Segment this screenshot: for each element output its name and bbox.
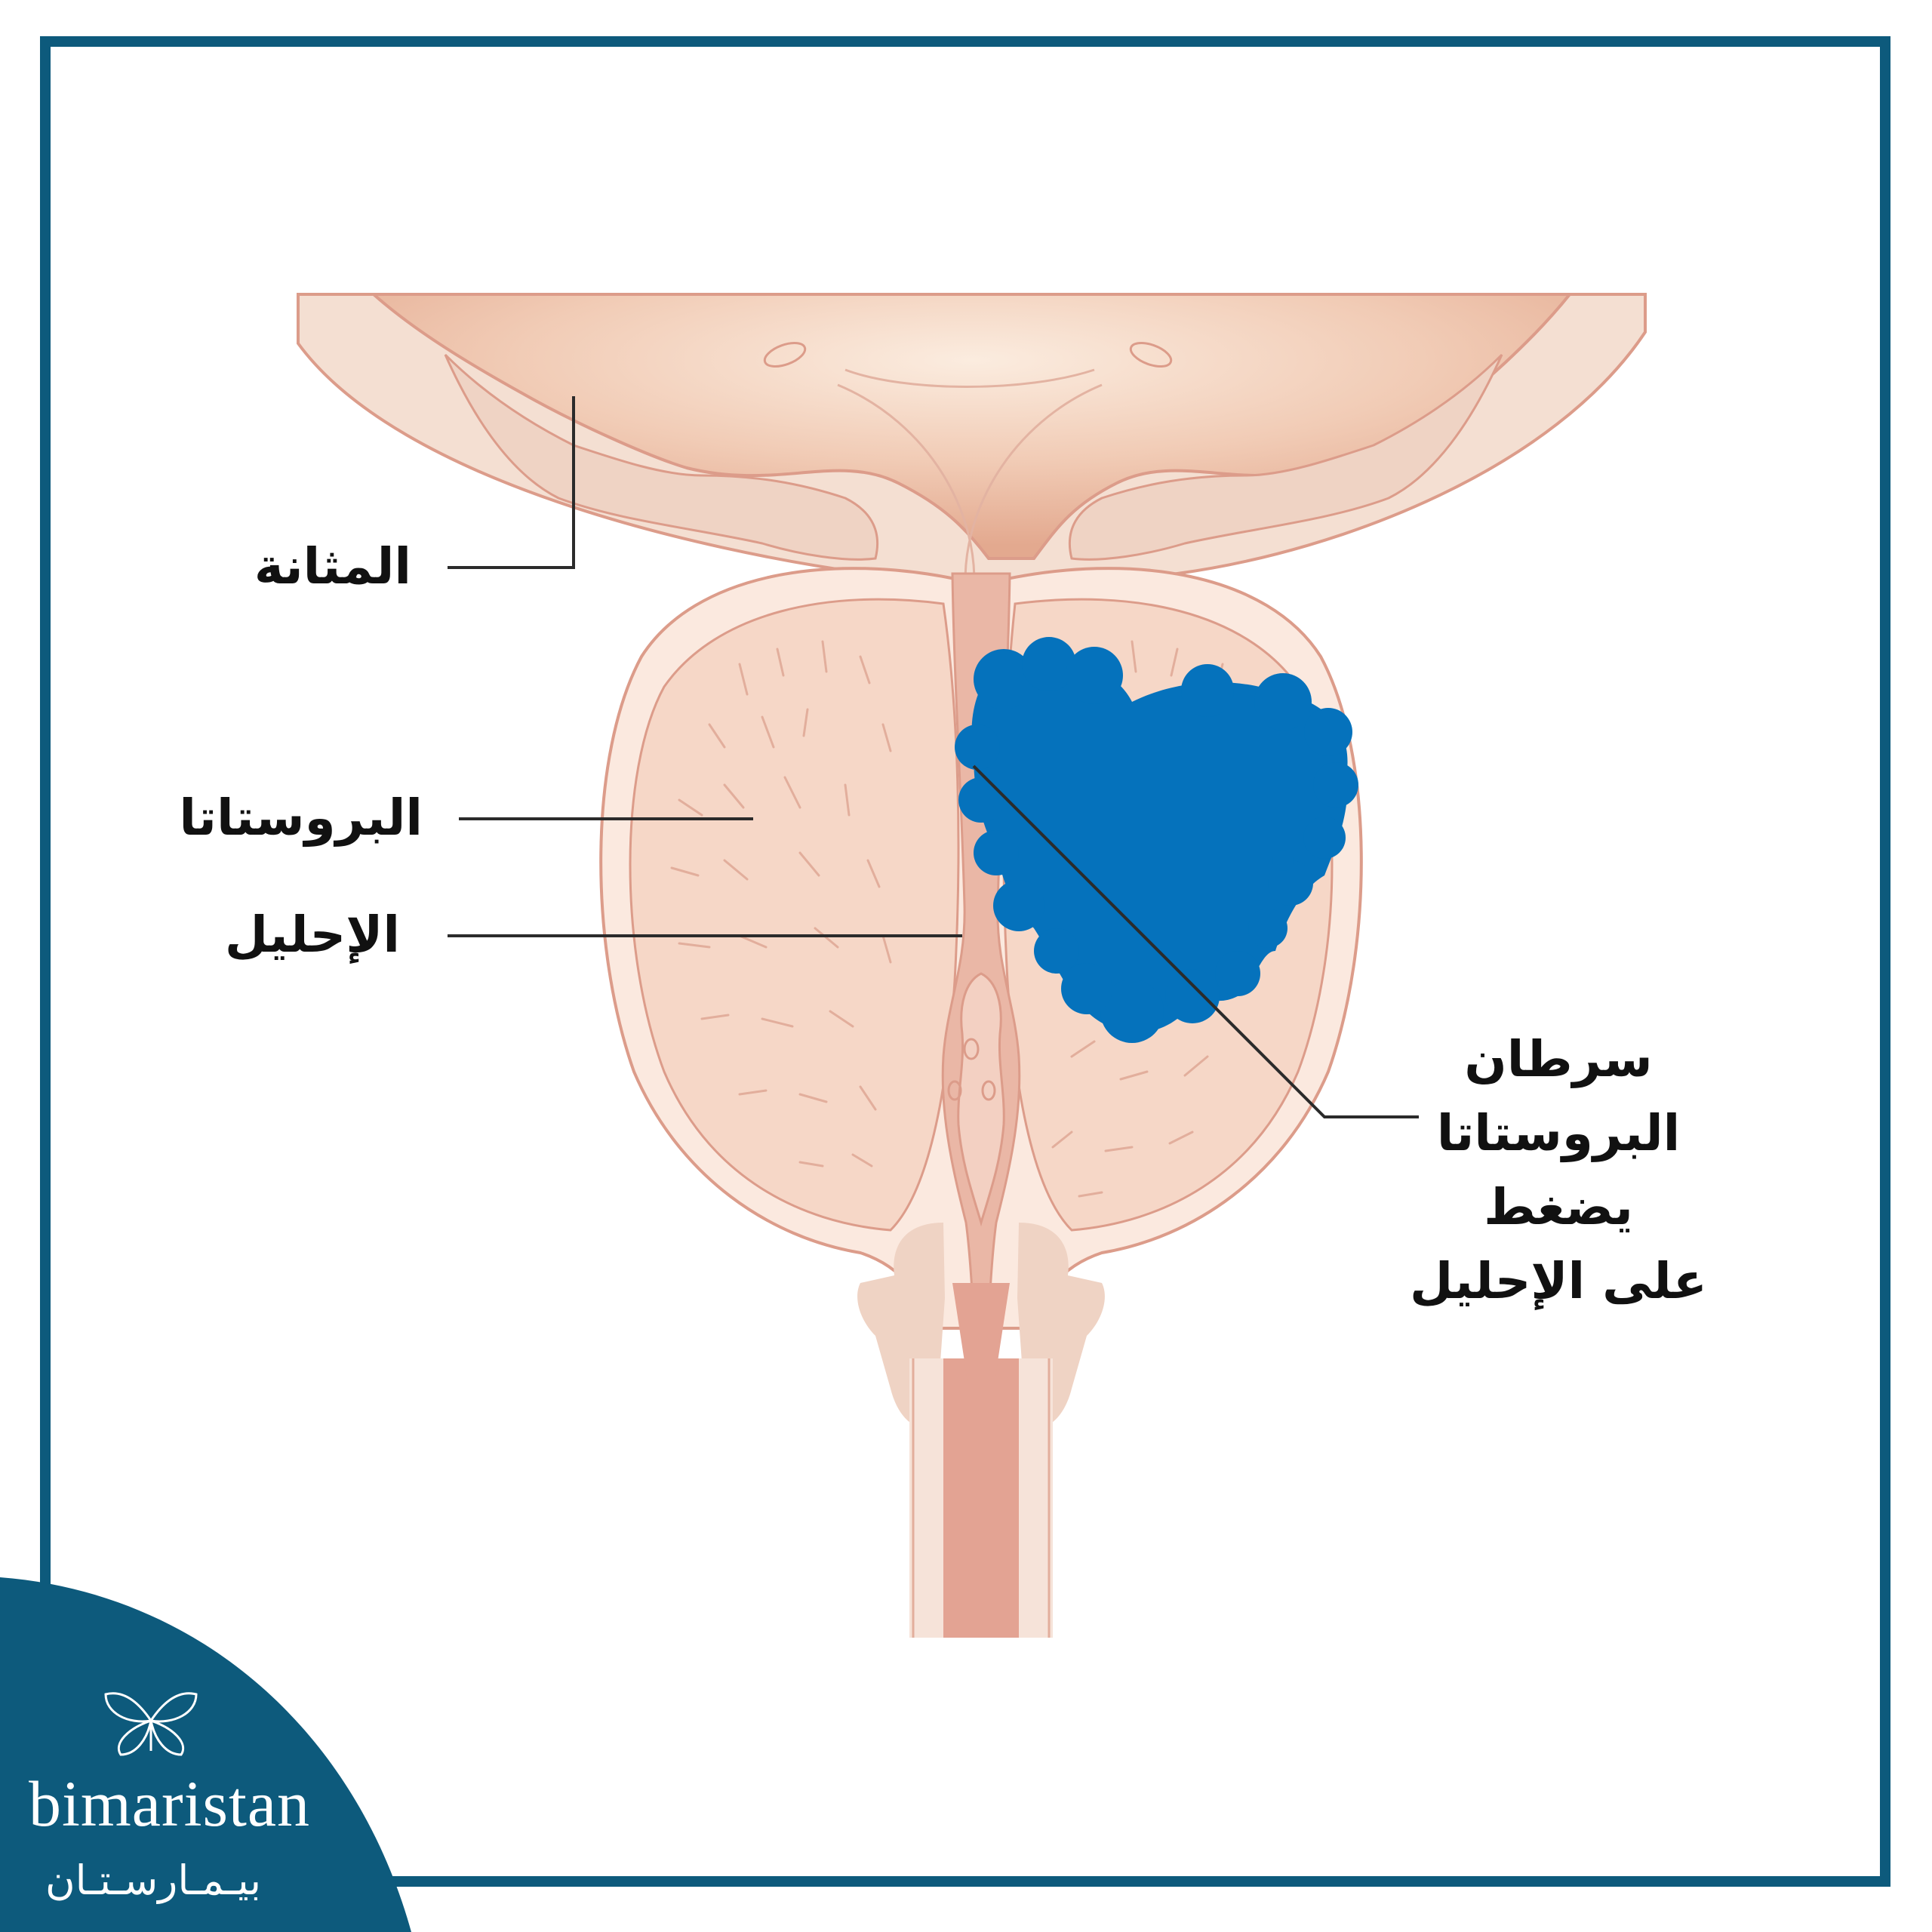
label-cancer-line-1: سرطان <box>1464 1030 1653 1088</box>
urethra-narrowing <box>952 1283 1010 1381</box>
leader-cancer <box>972 764 1419 1118</box>
gland-texture <box>670 640 892 1168</box>
brand-name-ar: بيـمـارسـتـان <box>45 1857 262 1904</box>
trigone-lines <box>837 368 1103 597</box>
tumor <box>955 637 1358 1043</box>
label-prostate-cancer: سرطان البروستاتا يضغط على الإحليل <box>1400 1023 1717 1318</box>
ureter-opening-right <box>1129 341 1173 368</box>
butterfly-logo-icon <box>104 1692 198 1756</box>
urethra-tube-lumen <box>943 1358 1019 1638</box>
label-cancer-line-2: البروستاتا <box>1436 1104 1681 1162</box>
label-prostate: البروستاتا <box>179 789 423 847</box>
label-urethra: الإحليل <box>224 906 400 964</box>
verumontanum-opening <box>963 1038 980 1060</box>
bladder-fold-left <box>444 353 879 561</box>
leader-lines <box>448 396 1419 1118</box>
label-cancer-line-3: يضغط <box>1484 1178 1633 1236</box>
label-cancer-line-4: على الإحليل <box>1410 1252 1707 1310</box>
brand-corner <box>0 1577 411 1932</box>
ejaculatory-duct-right <box>981 1080 996 1101</box>
frame-border <box>40 36 1890 1887</box>
prostate <box>629 598 960 1232</box>
bladder-fold-right <box>1068 353 1503 561</box>
label-bladder: المثانة <box>254 537 411 595</box>
ejaculatory-duct-left <box>947 1080 962 1101</box>
ureter-opening-left <box>763 341 807 368</box>
verumontanum <box>957 972 1005 1227</box>
leader-bladder <box>448 396 575 569</box>
brand-name-en: bimaristan <box>29 1767 311 1840</box>
